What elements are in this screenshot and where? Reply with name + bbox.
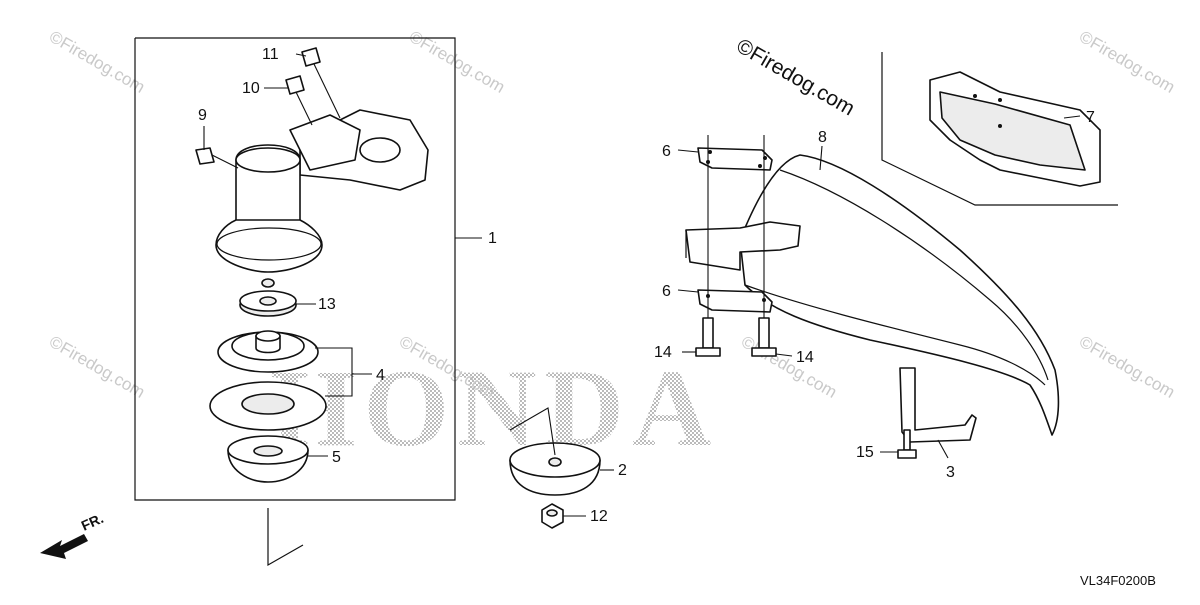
callout-3: 3 <box>946 464 955 481</box>
callout-14-left: 14 <box>654 344 672 361</box>
bolt-14-left <box>695 317 721 357</box>
watermark-faint: ©Firedog.com <box>738 332 840 402</box>
bolt-9 <box>195 147 239 169</box>
inset-frame <box>881 52 1118 206</box>
callout-11: 11 <box>262 46 279 63</box>
assembly-frame <box>134 37 456 501</box>
callout-12: 12 <box>590 508 608 525</box>
gear-case <box>215 109 429 288</box>
watermark-main: ©Firedog.com <box>733 34 859 120</box>
callout-labels: 1 2 3 4 5 6 6 7 8 9 10 11 12 13 14 14 15 <box>198 46 1095 525</box>
shield-8 <box>739 154 1060 436</box>
callout-14-right: 14 <box>796 349 814 366</box>
callout-9: 9 <box>198 107 207 124</box>
callout-5: 5 <box>332 449 341 466</box>
callout-7: 7 <box>1086 109 1095 126</box>
watermark-faint: ©Firedog.com <box>46 27 148 97</box>
watermark-faint: ©Firedog.com <box>46 332 148 402</box>
callout-4: 4 <box>376 367 385 384</box>
callout-6-upper: 6 <box>662 143 671 160</box>
watermark-faint: ©Firedog.com <box>1076 332 1178 402</box>
brand-watermark: HONDA <box>270 347 719 469</box>
callout-10: 10 <box>242 80 260 97</box>
callout-2: 2 <box>618 462 627 479</box>
callout-6-lower: 6 <box>662 283 671 300</box>
plate-6-lower <box>697 289 773 313</box>
assembly-frame-tail <box>267 508 304 567</box>
guard-7 <box>929 71 1101 187</box>
nut-12 <box>541 503 564 529</box>
holder-set-4 <box>209 330 327 431</box>
bolt-11 <box>301 47 341 119</box>
washer-13 <box>239 290 297 317</box>
screw-15 <box>897 429 917 459</box>
leader-lines <box>203 53 1081 517</box>
bolt-10 <box>285 75 313 126</box>
arrow-left-icon <box>40 534 88 559</box>
diagram-code: VL34F0200B <box>1080 573 1156 588</box>
callout-15: 15 <box>856 444 874 461</box>
bolt-14-right <box>751 317 777 357</box>
cover-2 <box>509 407 601 496</box>
plate-6-upper <box>697 147 773 171</box>
cover-5 <box>227 435 309 483</box>
watermark-faint: ©Firedog.com <box>1076 27 1178 97</box>
front-direction-arrow: FR. <box>40 510 106 559</box>
callout-13: 13 <box>318 296 336 313</box>
callout-1: 1 <box>488 230 497 247</box>
shield-bracket <box>685 221 801 271</box>
stay-3 <box>899 367 977 443</box>
direction-label: FR. <box>79 510 106 534</box>
callout-8: 8 <box>818 129 827 146</box>
